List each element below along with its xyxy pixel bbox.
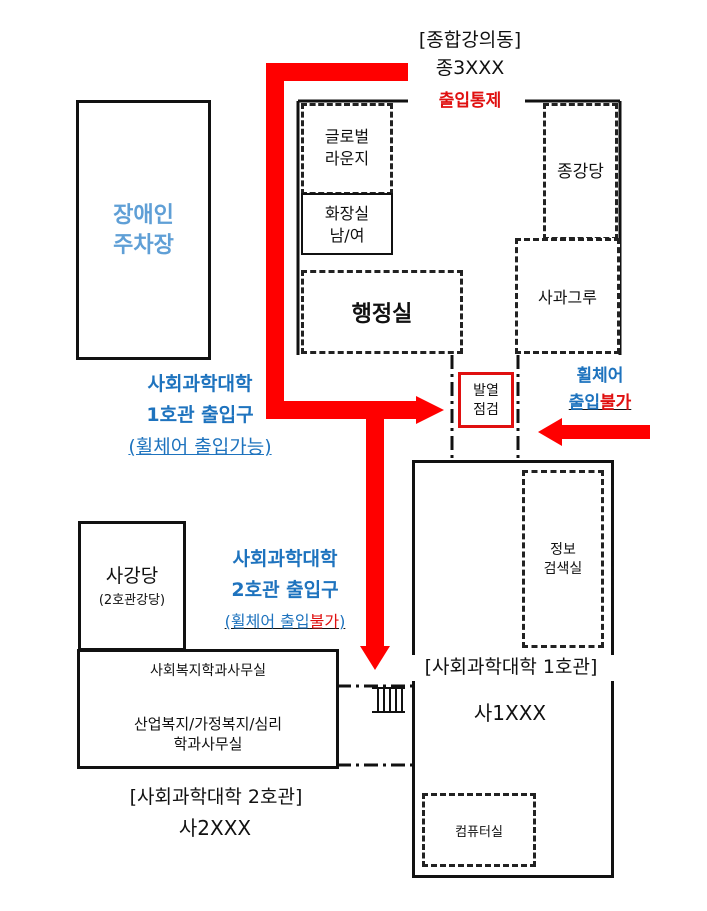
arrowhead-hall2-entrance [360,646,390,670]
right-entrance-text-a: 출입 [568,393,600,413]
sagwa-room: 사과그루 [515,238,620,354]
hall1-name: [사회과학대학 1호관] [395,655,627,681]
hall2-wheel-text-a: (휠체어 출입 [224,612,310,631]
info-search-label: 정보 검색실 [543,542,583,577]
right-entrance-line1: 휠체어 [576,366,624,386]
hall1-wheelchair-note: (휠체어 출입가능) [128,436,272,458]
auditorium-room: 종강당 [543,103,618,240]
sagwa-label: 사과그루 [538,288,597,307]
right-entrance-line2: 출입불가 [545,392,655,415]
restroom-room: 화장실 남/여 [301,193,393,255]
hall1-entrance-line2: 1호관 출입구 [146,404,254,426]
complex-code: 종3XXX [435,57,505,79]
hall2-entrance-line2: 2호관 출입구 [231,579,339,601]
info-search-room: 정보 검색실 [522,470,604,648]
admin-label: 행정실 [351,302,413,327]
hall2-wheel-text-c: ) [339,612,346,631]
dept-office-label: 산업복지/가정복지/심리 학과사무실 [133,715,283,754]
computer-room: 컴퓨터실 [422,793,536,867]
stairs [372,687,405,713]
computer-label: 컴퓨터실 [455,825,503,840]
fever-check-label: 발열 점검 [473,383,499,418]
hall1-code: 사1XXX [473,701,547,725]
complex-name: [종합강의동] [418,29,522,51]
fever-check-box: 발열 점검 [458,372,514,428]
complex-access-label: 출입통제 [418,90,522,113]
parking-label: 장애인 주차장 [113,203,174,258]
sa-auditorium-sub: (2호관강당) [98,593,166,608]
route-to-fever-check [266,63,418,419]
hall2-name: [사회과학대학 2호관] [129,786,303,808]
global-lounge-label: 글로벌 라운지 [324,127,370,168]
right-entrance-text-b: 불가 [600,393,632,413]
hall2-code: 사2XXX [178,816,252,840]
arrowhead-fever-check [416,396,444,424]
hall2-wheelchair-note: (휠체어 출입불가) [180,611,390,633]
sa-auditorium-room: 사강당 (2호관강당) [78,521,186,651]
admin-room: 행정실 [301,270,463,354]
hall2-building: 사회복지학과사무실 산업복지/가정복지/심리 학과사무실 [77,649,339,769]
auditorium-label: 종강당 [557,162,604,182]
hall2-wheel-text-b: 불가 [309,612,340,631]
arrowhead-from-right [538,418,562,446]
disabled-parking: 장애인 주차장 [76,100,211,360]
hall1-entrance-line1: 사회과학대학 [147,373,253,395]
hall2-entrance-line1: 사회과학대학 [232,548,338,570]
sa-auditorium-label: 사강당 [105,565,159,587]
welfare-office-label: 사회복지학과사무실 [150,663,266,679]
restroom-label: 화장실 남/여 [324,204,370,245]
